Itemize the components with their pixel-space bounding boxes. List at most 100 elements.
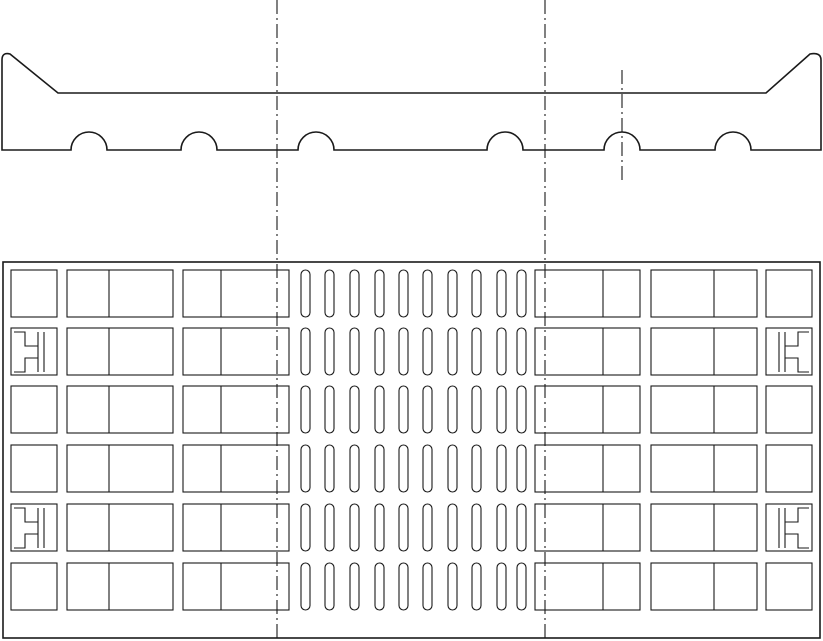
slot-r2-c8 [471,327,482,376]
slot-r6-c1 [300,562,311,611]
left-bracket-lower-row-2 [14,357,38,373]
slot-r1-c5 [398,269,409,318]
slot-r3-c2 [324,385,335,434]
right-single-cell-row-1 [765,269,813,318]
slot-array [300,269,527,611]
slot-r1-c4 [374,269,385,318]
side-elevation-view [1,52,822,151]
right-split-cell-a-row-5 [534,503,641,552]
slot-r5-c2 [324,503,335,552]
centerlines [276,0,623,641]
slot-r1-c2 [324,269,335,318]
slot-r3-c9 [496,385,507,434]
slot-r2-c6 [422,327,433,376]
slot-r2-c2 [324,327,335,376]
left-single-cell-row-6 [10,562,58,611]
left-split-cell-a-row-4 [66,444,174,493]
left-split-cell-b-row-4 [182,444,290,493]
right-split-cell-a-row-3 [534,385,641,434]
right-split-cell-b-row-4 [650,444,758,493]
slot-r2-c3 [349,327,360,376]
slot-r1-c9 [496,269,507,318]
left-single-cell-row-1 [10,269,58,318]
left-split-cell-b-row-5 [182,503,290,552]
slot-r5-c5 [398,503,409,552]
slot-r4-c1 [300,444,311,493]
slot-r6-c4 [374,562,385,611]
slot-r1-c1 [300,269,311,318]
slot-r5-c9 [496,503,507,552]
slot-r5-c8 [471,503,482,552]
right-split-cell-b-row-5 [650,503,758,552]
slot-r1-c8 [471,269,482,318]
slot-r2-c9 [496,327,507,376]
left-bracket-lower-row-5 [14,533,38,549]
right-bracket-row-5 [784,507,809,548]
right-split-cell-a-row-6 [534,562,641,611]
slot-r3-c5 [398,385,409,434]
slot-r1-c6 [422,269,433,318]
left-single-cell-row-4 [10,444,58,493]
slot-r5-c6 [422,503,433,552]
left-split-cell-a-row-3 [66,385,174,434]
slot-r3-c4 [374,385,385,434]
slot-r6-c10 [516,562,527,611]
slot-r4-c8 [471,444,482,493]
bracket-details [14,331,809,549]
right-bracket-row-2 [784,331,809,372]
slot-r6-c2 [324,562,335,611]
slot-r1-c3 [349,269,360,318]
right-split-cell-b-row-3 [650,385,758,434]
right-single-cell-row-2 [765,327,813,376]
slot-r2-c4 [374,327,385,376]
slot-r6-c5 [398,562,409,611]
slot-r4-c7 [447,444,458,493]
left-split-cell-a-row-2 [66,327,174,376]
slot-r6-c6 [422,562,433,611]
right-single-cell-row-6 [765,562,813,611]
plan-outer-frame [2,261,821,639]
right-split-cell-a-row-4 [534,444,641,493]
left-split-cell-b-row-1 [182,269,290,318]
slot-r3-c7 [447,385,458,434]
right-split-cell-a-row-1 [534,269,641,318]
left-split-cell-a-row-5 [66,503,174,552]
slot-r3-c3 [349,385,360,434]
right-single-cell-row-3 [765,385,813,434]
left-split-cell-b-row-6 [182,562,290,611]
slot-r4-c2 [324,444,335,493]
slot-r6-c8 [471,562,482,611]
right-split-cell-b-row-6 [650,562,758,611]
slot-r3-c8 [471,385,482,434]
right-bracket-lower-row-5 [785,533,809,549]
left-bracket-row-5 [14,507,39,548]
slot-r2-c10 [516,327,527,376]
slot-r5-c1 [300,503,311,552]
slot-r4-c10 [516,444,527,493]
right-split-cell-b-row-1 [650,269,758,318]
slot-r2-c5 [398,327,409,376]
slot-r1-c7 [447,269,458,318]
slot-r6-c9 [496,562,507,611]
slot-r5-c4 [374,503,385,552]
slot-r4-c3 [349,444,360,493]
right-single-cell-row-4 [765,444,813,493]
right-split-cell-b-row-2 [650,327,758,376]
slot-r2-c7 [447,327,458,376]
slot-r5-c10 [516,503,527,552]
slot-r3-c6 [422,385,433,434]
side-profile-outline [1,52,822,151]
slot-r5-c7 [447,503,458,552]
right-bracket-lower-row-2 [785,357,809,373]
grid-cells [10,269,813,611]
left-single-cell-row-2 [10,327,58,376]
slot-r1-c10 [516,269,527,318]
slot-r6-c3 [349,562,360,611]
left-split-cell-a-row-6 [66,562,174,611]
slot-r4-c9 [496,444,507,493]
slot-r4-c4 [374,444,385,493]
slot-r3-c10 [516,385,527,434]
slot-r3-c1 [300,385,311,434]
right-split-cell-a-row-2 [534,327,641,376]
